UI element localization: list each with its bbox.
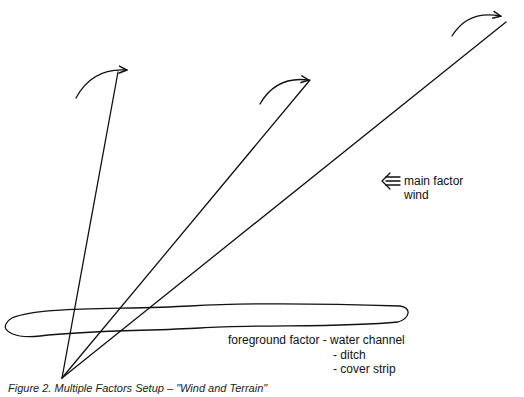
factor-label: main factor wind xyxy=(404,174,474,202)
rotation-arrow xyxy=(260,80,308,105)
figure-caption: Figure 2. Multiple Factors Setup – "Wind… xyxy=(8,381,267,395)
factor-label: foreground factor - water channel xyxy=(228,333,405,347)
terrain-strip xyxy=(5,304,408,337)
factor-item: - cover strip xyxy=(333,362,396,376)
rotation-arrow xyxy=(76,70,126,98)
sight-line xyxy=(62,22,506,378)
sight-line xyxy=(62,72,118,378)
rotation-arrow xyxy=(452,15,500,36)
wind-arrow xyxy=(382,173,400,189)
factor-item: - ditch xyxy=(333,348,366,362)
